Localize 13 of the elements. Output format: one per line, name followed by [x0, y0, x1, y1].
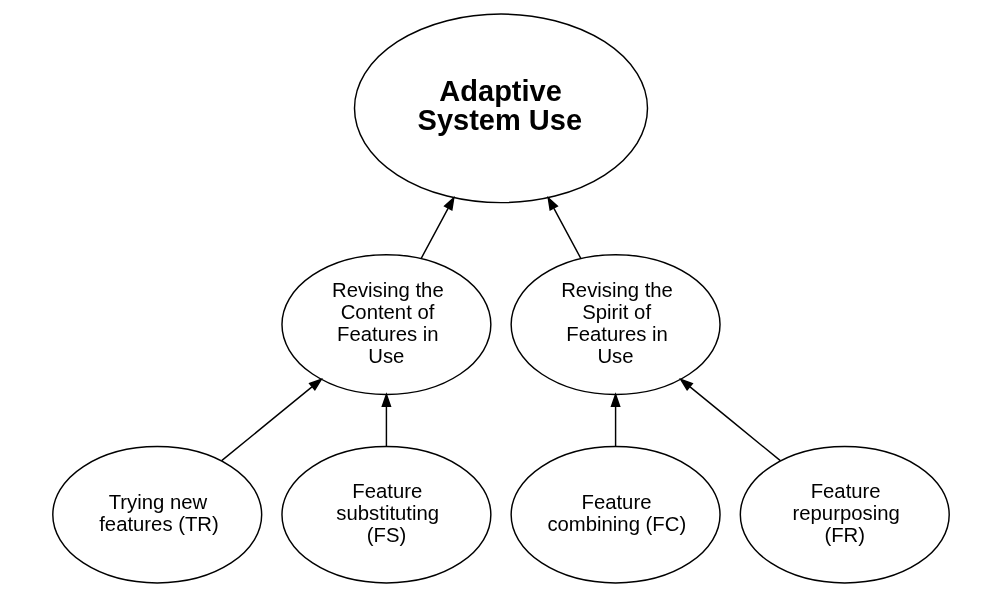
node-ellipse: Trying new features (TR) — [52, 445, 263, 584]
node-ellipse: Feature substituting (FS) — [281, 445, 492, 584]
node-ellipse: Feature combining (FC) — [510, 445, 721, 584]
node-ellipse: Adaptive System Use — [353, 13, 649, 204]
arrow — [610, 392, 621, 447]
arrow — [420, 195, 455, 260]
arrow — [381, 392, 392, 447]
node-ellipse: Revising the Spirit of Features in Use — [510, 254, 721, 396]
arrow — [679, 377, 782, 462]
node-ellipse: Revising the Content of Features in Use — [281, 254, 492, 396]
node-ellipse: Feature repurposing (FR) — [739, 445, 950, 584]
arrow — [547, 195, 582, 260]
arrow — [220, 377, 323, 462]
